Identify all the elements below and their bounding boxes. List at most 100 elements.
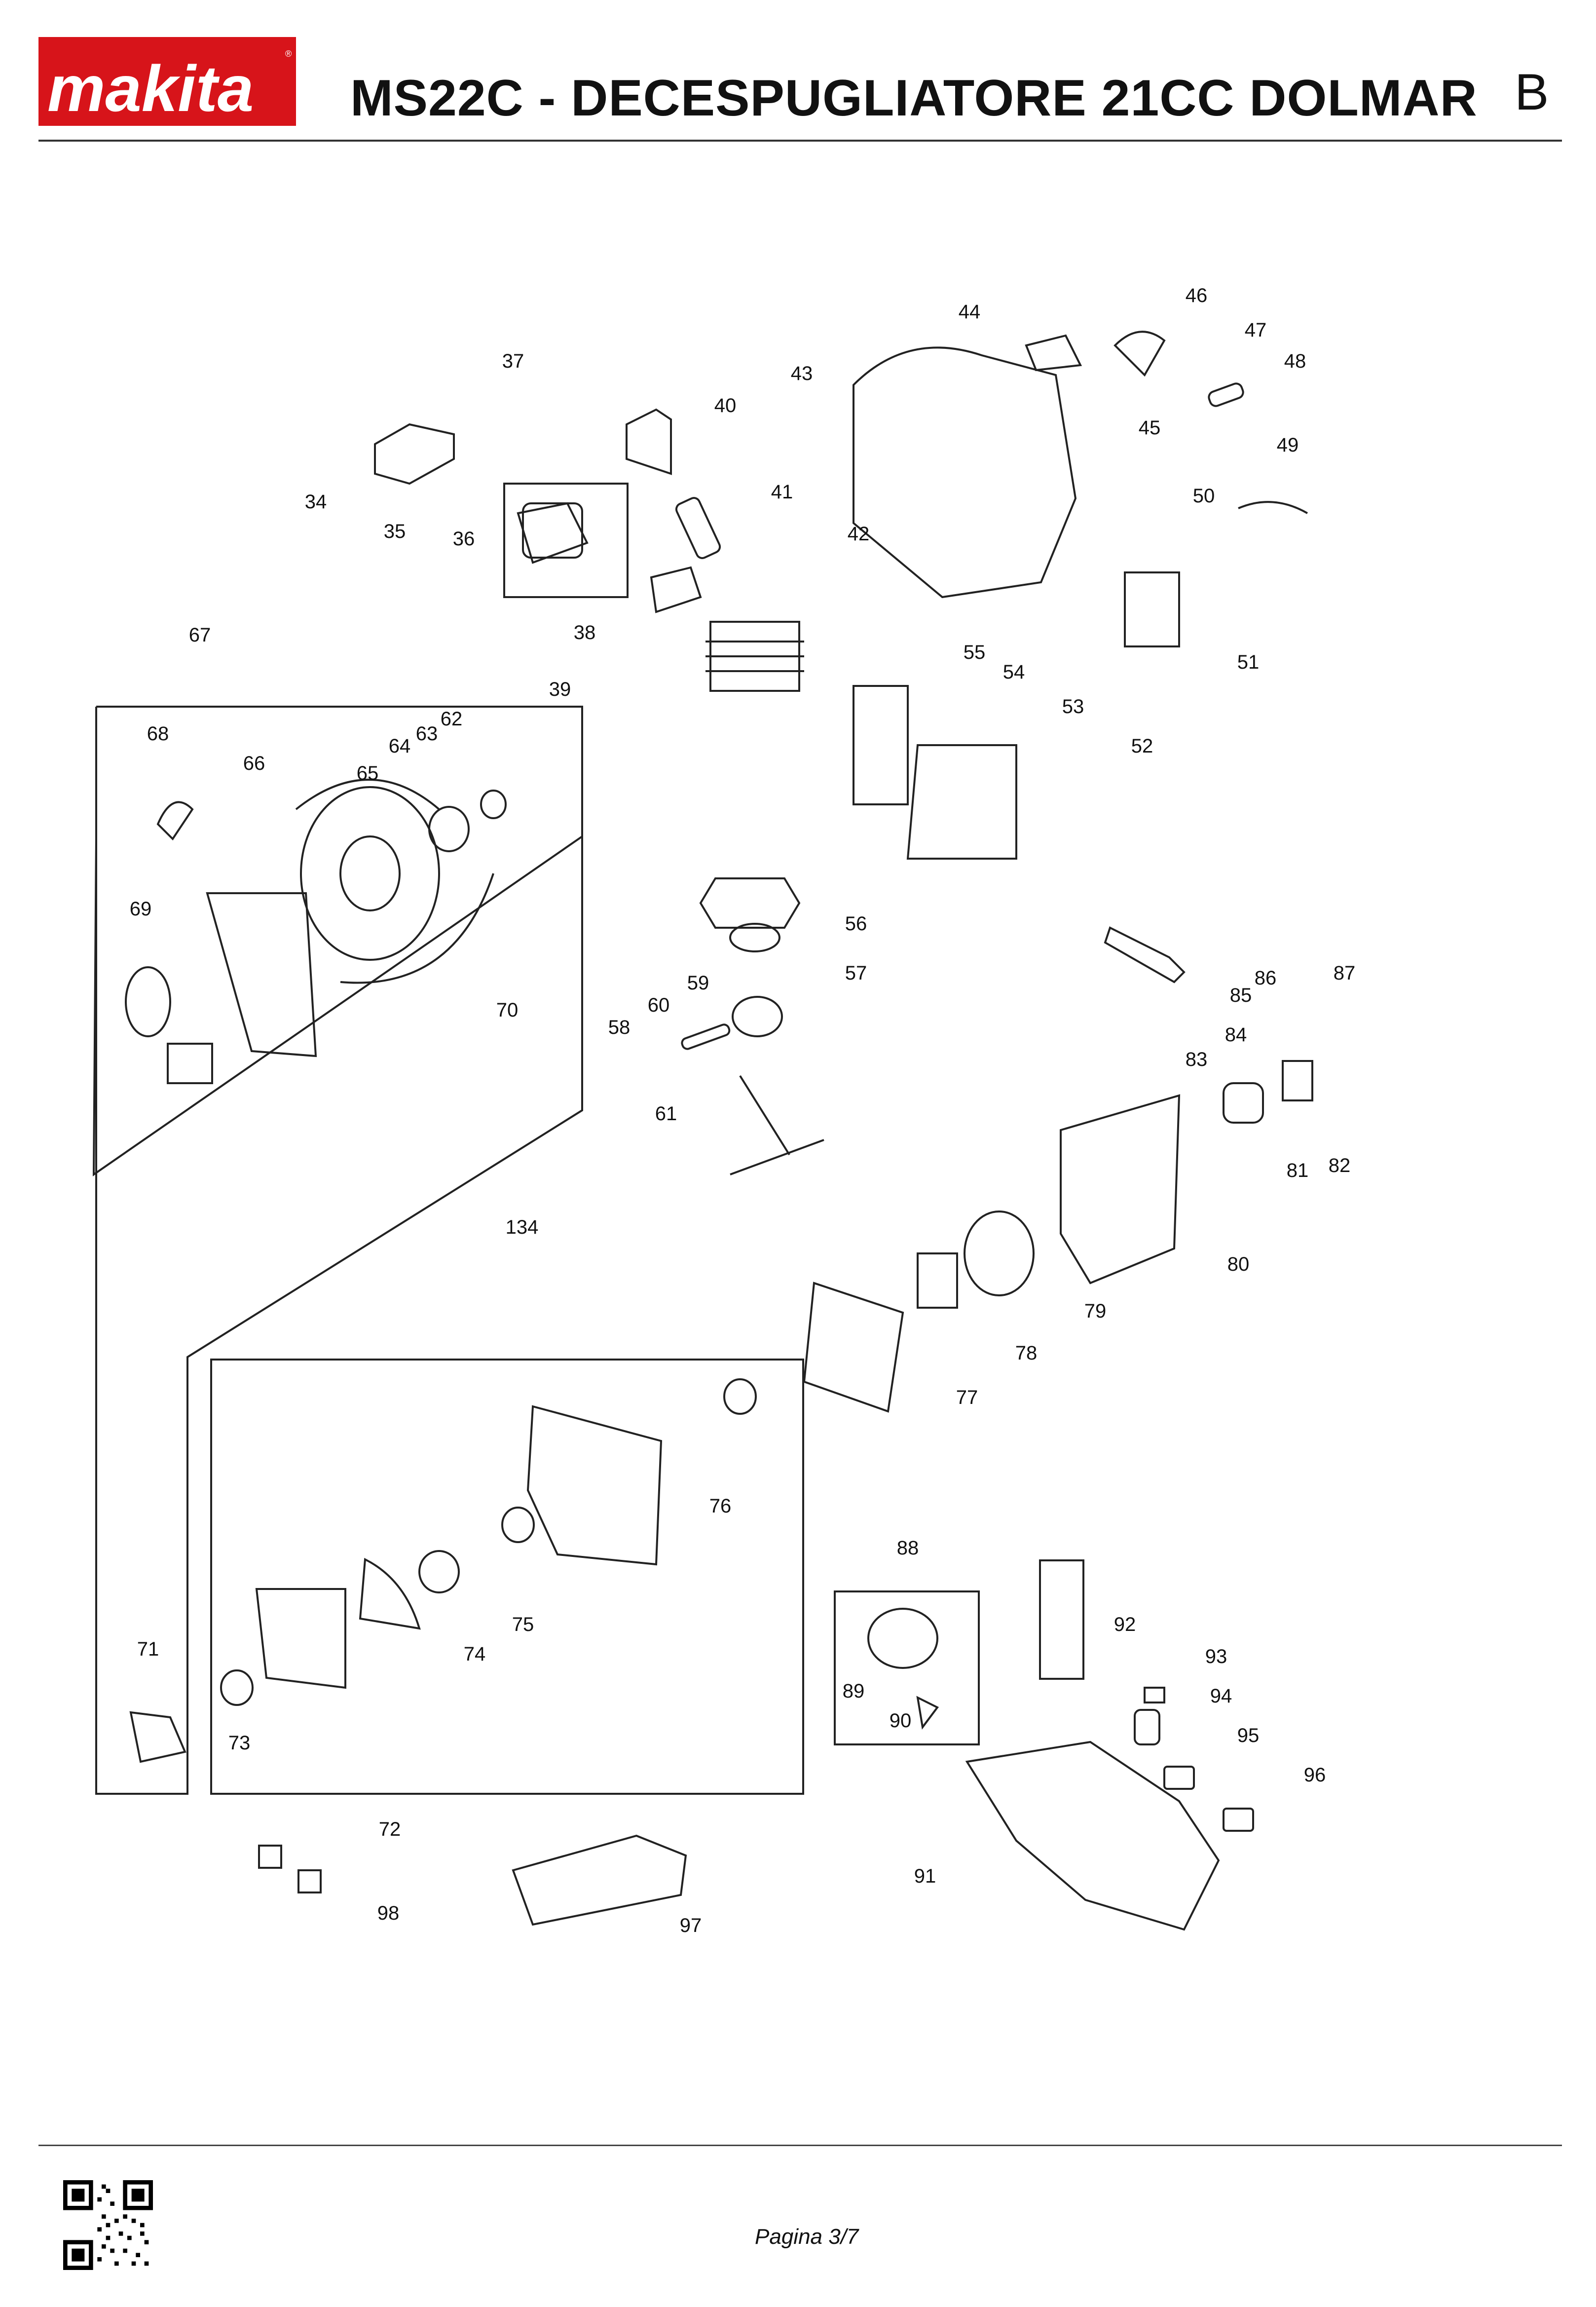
gasket-74 bbox=[359, 1557, 421, 1630]
flywheel-77 bbox=[803, 1282, 904, 1413]
seal-ring bbox=[501, 1507, 535, 1543]
part-label-94: 94 bbox=[1210, 1685, 1232, 1707]
piston-pin-60 bbox=[681, 1023, 731, 1050]
clamp-84 bbox=[1282, 1060, 1313, 1101]
part-label-51: 51 bbox=[1237, 651, 1260, 673]
starter-pulley bbox=[300, 786, 440, 961]
part-label-69: 69 bbox=[130, 898, 152, 920]
crankshaft-61 bbox=[730, 1075, 824, 1175]
part-label-43: 43 bbox=[791, 363, 813, 384]
spark-cap-46 bbox=[1113, 331, 1166, 377]
part-label-58: 58 bbox=[608, 1017, 631, 1038]
part-label-97: 97 bbox=[680, 1915, 702, 1936]
svg-text:®: ® bbox=[285, 49, 292, 59]
wire-49 bbox=[1238, 501, 1308, 514]
piston-59 bbox=[732, 996, 783, 1037]
fuel-tank-91 bbox=[965, 1740, 1220, 1931]
starter-frame-outer bbox=[92, 835, 583, 1176]
part-label-36: 36 bbox=[453, 528, 475, 550]
part-label-88: 88 bbox=[897, 1537, 919, 1559]
part-label-91: 91 bbox=[914, 1865, 936, 1887]
part-label-56: 56 bbox=[845, 913, 867, 935]
engine-cover bbox=[853, 346, 1077, 599]
starter-seal bbox=[125, 966, 171, 1037]
part-label-38: 38 bbox=[574, 622, 596, 643]
part-label-79: 79 bbox=[1084, 1300, 1107, 1322]
part-label-44: 44 bbox=[959, 301, 981, 323]
cylinder bbox=[705, 621, 804, 692]
part-label-37: 37 bbox=[502, 350, 524, 372]
part-label-86: 86 bbox=[1255, 967, 1277, 989]
fuel-cap-89 bbox=[867, 1608, 938, 1669]
part-label-49: 49 bbox=[1277, 434, 1299, 456]
part-label-46: 46 bbox=[1186, 285, 1208, 306]
part-label-68: 68 bbox=[147, 723, 169, 745]
part-label-40: 40 bbox=[714, 395, 737, 416]
valve-95 bbox=[1163, 1766, 1195, 1790]
page-number: Pagina 3/7 bbox=[755, 2225, 859, 2249]
clutch-drum-79 bbox=[964, 1210, 1035, 1296]
page-letter: B bbox=[1515, 64, 1549, 121]
clutch-78 bbox=[917, 1252, 958, 1309]
seal-73 bbox=[220, 1669, 254, 1706]
part-label-55: 55 bbox=[964, 642, 986, 663]
part-label-76: 76 bbox=[709, 1495, 732, 1517]
bracket-44 bbox=[1025, 334, 1082, 372]
crankcase-group-box bbox=[210, 1359, 804, 1795]
part-label-73: 73 bbox=[228, 1732, 251, 1754]
part-label-85: 85 bbox=[1230, 984, 1252, 1006]
makita-logo: makita ® bbox=[38, 37, 296, 126]
part-label-63: 63 bbox=[416, 723, 438, 745]
part-label-67: 67 bbox=[189, 624, 211, 646]
grommet-93 bbox=[1144, 1687, 1165, 1703]
part-label-84: 84 bbox=[1225, 1024, 1247, 1046]
gasket-56 bbox=[699, 877, 801, 929]
part-label-77: 77 bbox=[956, 1387, 978, 1408]
makita-logo-wordmark: makita ® bbox=[47, 49, 292, 125]
part-label-34: 34 bbox=[305, 491, 327, 513]
part-label-95: 95 bbox=[1237, 1725, 1260, 1746]
part-label-80: 80 bbox=[1227, 1253, 1250, 1275]
page-title: MS22C - DECESPUGLIATORE 21CC DOLMAR bbox=[350, 70, 1478, 127]
part-label-42: 42 bbox=[848, 523, 870, 545]
part-label-78: 78 bbox=[1015, 1342, 1038, 1364]
handle-68 bbox=[156, 801, 194, 841]
part-label-41: 41 bbox=[771, 481, 793, 503]
clutch-housing-80 bbox=[1060, 1094, 1181, 1285]
qr-code[interactable] bbox=[63, 2180, 153, 2270]
part-label-72: 72 bbox=[379, 1818, 401, 1840]
part-label-81: 81 bbox=[1287, 1160, 1309, 1181]
pulley-cap-63 bbox=[480, 790, 507, 819]
lever-85 bbox=[1104, 926, 1186, 983]
gasket-38 bbox=[650, 566, 702, 613]
svg-text:makita: makita bbox=[47, 52, 254, 125]
air-baffle bbox=[626, 408, 672, 475]
insert-36 bbox=[517, 502, 589, 564]
part-label-66: 66 bbox=[243, 753, 265, 774]
part-label-83: 83 bbox=[1186, 1049, 1208, 1070]
part-label-45: 45 bbox=[1139, 417, 1161, 439]
part-label-57: 57 bbox=[845, 962, 867, 984]
part-label-39: 39 bbox=[549, 679, 571, 700]
part-label-93: 93 bbox=[1205, 1646, 1227, 1667]
footer-divider bbox=[38, 2145, 1562, 2146]
part-label-35: 35 bbox=[384, 521, 406, 542]
part-label-47: 47 bbox=[1245, 319, 1267, 341]
part-label-71: 71 bbox=[137, 1638, 159, 1660]
fuel-cap-box bbox=[834, 1590, 980, 1745]
insulator-plate bbox=[374, 423, 455, 485]
part-label-52: 52 bbox=[1131, 735, 1153, 757]
part-label-92: 92 bbox=[1114, 1614, 1136, 1635]
part-label-64: 64 bbox=[389, 735, 411, 757]
header-divider bbox=[38, 140, 1562, 142]
part-label-50: 50 bbox=[1193, 485, 1215, 507]
part-label-62: 62 bbox=[441, 708, 463, 730]
part-label-70: 70 bbox=[496, 999, 519, 1021]
part-label-74: 74 bbox=[464, 1643, 486, 1665]
seal-right bbox=[723, 1378, 757, 1415]
bearing-65 bbox=[428, 806, 470, 852]
part-label-59: 59 bbox=[687, 972, 709, 994]
part-label-82: 82 bbox=[1329, 1155, 1351, 1176]
carburetor-box bbox=[503, 483, 629, 598]
damper-small bbox=[258, 1845, 282, 1869]
